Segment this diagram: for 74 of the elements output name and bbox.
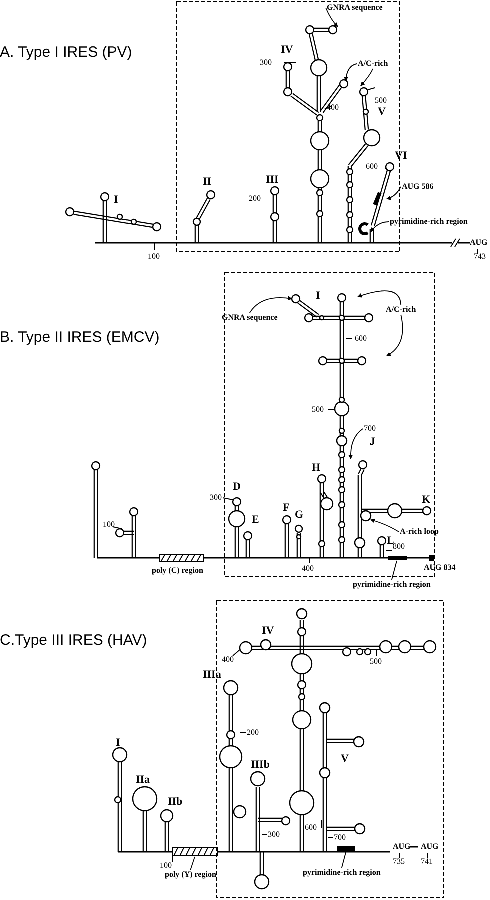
annotation-label: pyrimidine-rich region [353, 581, 431, 589]
annotation-label: GNRA sequence [327, 4, 383, 12]
annotation-label: GNRA sequence [222, 314, 278, 322]
position-number: 743 [474, 253, 486, 261]
stem-loop-label: E [252, 515, 260, 526]
position-number: 500 [312, 406, 324, 414]
region-label: AUG [421, 843, 439, 851]
stem-loop-label: H [312, 463, 321, 474]
leader-arrow [370, 518, 400, 532]
position-number: 300 [268, 831, 280, 839]
stem-loop-label: L [387, 536, 394, 547]
stem-loop-label: IIb [168, 797, 183, 808]
stem-loop-label: I [116, 738, 120, 749]
stem-loop-label: K [422, 495, 431, 506]
region-label: AUG 834 [424, 564, 456, 572]
stem-loop-label: IV [281, 45, 294, 56]
position-number: 400 [302, 565, 314, 573]
stem-loop-label: F [283, 503, 290, 514]
position-number: 300 [260, 59, 272, 67]
position-number: 700 [334, 834, 346, 842]
position-number: 500 [375, 97, 387, 105]
leader-arrow [370, 222, 390, 232]
stem-loop-label: IIIa [203, 670, 222, 681]
position-number: 300 [210, 494, 222, 502]
stem-loop-label: IV [262, 626, 274, 637]
leader-line [341, 848, 348, 868]
stem-loop-label: V [341, 754, 349, 765]
panel-title: C.Type III IRES (HAV) [0, 633, 148, 648]
position-number: 100 [103, 521, 115, 529]
annotation-label: A/C-rich [358, 60, 388, 68]
annotation-label: 700 [364, 425, 376, 433]
panel-title: B. Type II IRES (EMCV) [0, 330, 160, 345]
annotation-label: pyrimidine-rich region [303, 869, 381, 877]
annotation-label: pyrimidine-rich region [390, 218, 468, 226]
stem-loop-label: V [378, 107, 386, 118]
position-number: 600 [305, 824, 317, 832]
position-number: 500 [370, 658, 382, 666]
leader-arrow [386, 186, 402, 200]
region-label: AUG [470, 239, 488, 247]
leader-arrow [326, 8, 338, 28]
leader-arrow [357, 290, 402, 306]
stem-loop-label: G [295, 510, 304, 521]
leader-arrow [344, 64, 358, 82]
stem-loop-label: J [370, 437, 376, 448]
position-number: 400 [222, 656, 234, 664]
position-number: 100 [148, 253, 160, 261]
position-number: 600 [355, 335, 367, 343]
position-number: 735 [393, 858, 405, 866]
leader-arrow [348, 428, 364, 460]
position-number: 200 [247, 729, 259, 737]
stem-loop-label: III [266, 175, 279, 186]
region-label: AUG [393, 843, 411, 851]
leader-line [391, 560, 398, 580]
annotation-label: AUG 586 [402, 183, 434, 191]
stem-loop-label: IIIb [251, 760, 270, 771]
region-label: poly (C) region [152, 567, 204, 575]
position-number: 200 [249, 195, 261, 203]
stem-loop-label: VI [395, 151, 408, 162]
position-number: 600 [366, 163, 378, 171]
leader-arrow [360, 68, 374, 86]
stem-loop-label: IIa [136, 775, 150, 786]
position-number: 741 [421, 858, 433, 866]
position-number: 800 [393, 543, 405, 551]
leader-line [190, 856, 196, 870]
leader-arrow [249, 296, 293, 314]
stem-loop-label: I [316, 291, 320, 302]
stem-loop-label: D [233, 482, 241, 493]
position-number: 100 [160, 862, 172, 870]
annotation-label: A/C-rich [386, 306, 416, 314]
stem-loop-label: II [203, 177, 212, 188]
stem-loop-label: I [114, 195, 118, 206]
panel-title: A. Type I IRES (PV) [0, 45, 132, 60]
annotation-label: poly (Y) region [165, 871, 216, 879]
leader-arrow [386, 314, 404, 356]
